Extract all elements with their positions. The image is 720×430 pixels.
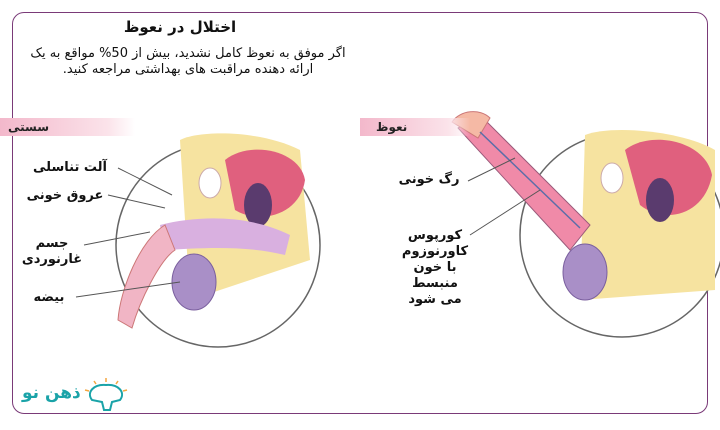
flaccid-heading: سستی [0, 118, 135, 136]
label-corpus-spongiosum: جسم غارنوردی [21, 236, 83, 267]
label-blood-vessels: عروق خونی [26, 188, 104, 203]
label-blood-vessel: رگ خونی [398, 172, 460, 187]
erect-illustration [451, 111, 720, 338]
label-corpus-cavernosum: کورپوس کاورنوزوم با خون منبسط می شود [401, 228, 469, 307]
label-testicle: بیضه [33, 290, 65, 305]
page-title: اختلال در نعوظ [123, 18, 237, 36]
logo-text: ذهن نو [22, 383, 81, 403]
erect-heading: نعوظ [360, 118, 470, 136]
erect-heading-text: نعوظ [376, 120, 408, 134]
flaccid-heading-text: سستی [8, 120, 50, 134]
flaccid-illustration [75, 133, 321, 348]
brain-icon [84, 378, 128, 411]
description: اگر موفق به نعوظ کامل نشدید، بیش از 50% … [30, 46, 346, 77]
label-penis: آلت تناسلی [33, 160, 107, 175]
